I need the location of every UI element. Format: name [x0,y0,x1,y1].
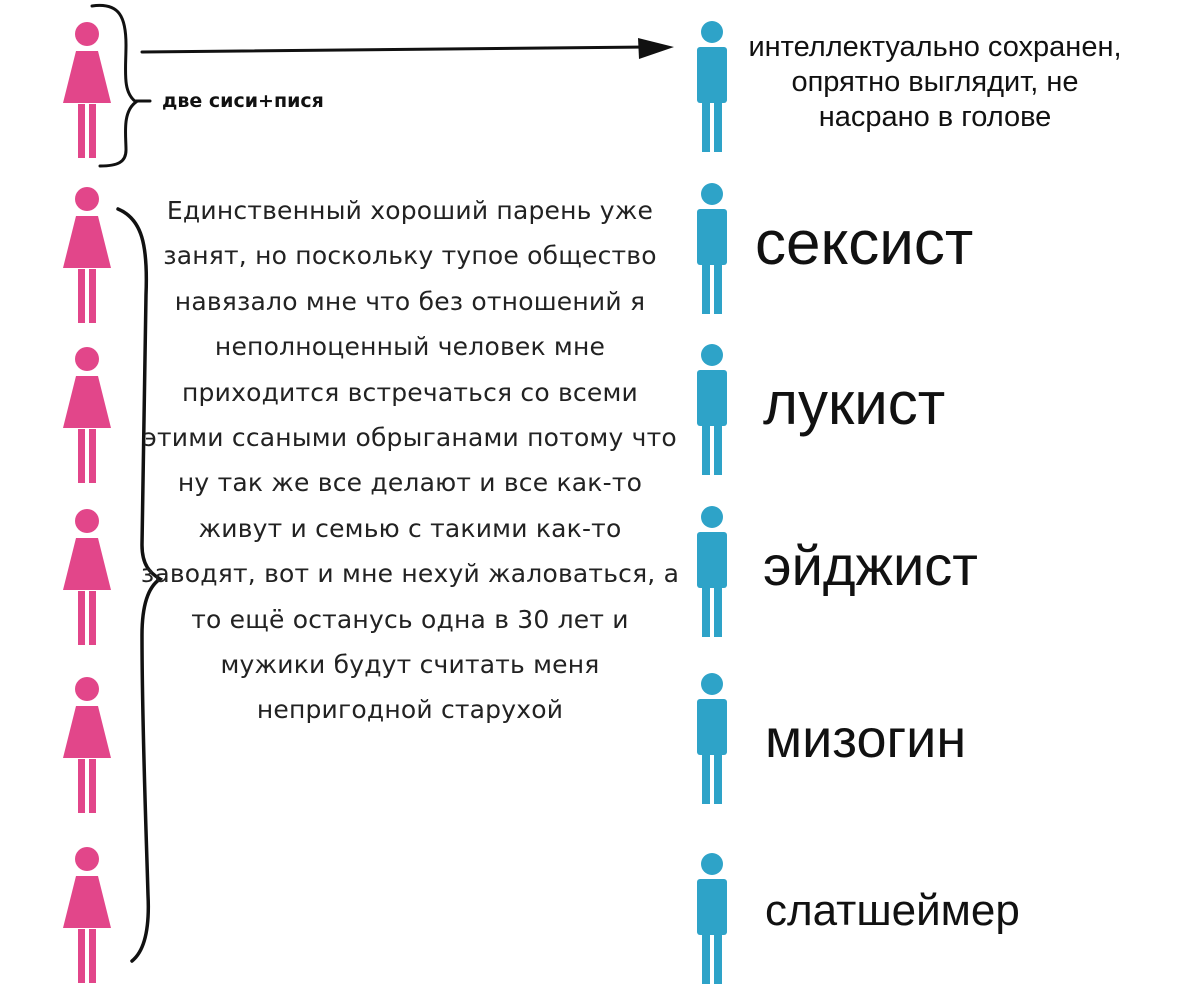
top-curly-brace [90,3,139,168]
man-figure-icon [697,853,727,984]
label-slutshamer: слатшеймер [765,886,1020,935]
man-figure-icon [697,506,727,637]
woman-figure-icon [63,847,111,983]
label-misogynist: мизогин [765,709,967,769]
top-man-description: интеллектуально сохранен, опрятно выгляд… [748,31,1122,133]
label-lookist: лукист [763,370,946,437]
man-figure-icon [697,344,727,475]
large-curly-brace [116,207,164,963]
man-figure-icon [697,21,727,152]
arrow-to-man [140,38,674,59]
woman-figure-icon [63,187,111,323]
woman-figure-icon [63,347,111,483]
label-sexist: сексист [755,209,974,278]
woman-figure-icon [63,509,111,645]
man-figure-icon [697,673,727,804]
woman-figure-icon [63,677,111,813]
man-figure-icon [697,183,727,314]
woman-figure-icon [63,22,111,158]
label-ageist: эйджист [763,534,978,597]
top-label: две сиси+пися [162,90,324,112]
brace-pointer-mark [134,99,152,103]
woman-monologue: Единственный хороший парень уже занят, н… [140,196,680,725]
